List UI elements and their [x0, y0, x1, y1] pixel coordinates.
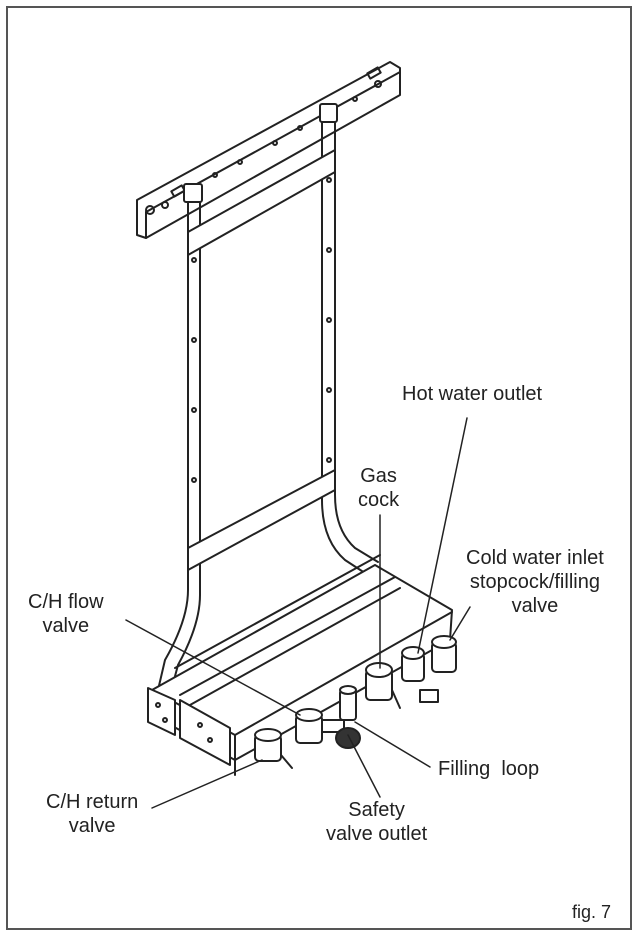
- label-ch-flow-valve: C/H flow valve: [28, 591, 104, 637]
- label-hot-water-outlet: Hot water outlet: [402, 383, 543, 405]
- left-vertical-strap: [157, 183, 203, 696]
- leader-filling-loop: [354, 721, 431, 768]
- safety-valve-body: [335, 685, 361, 749]
- leader-safety-valve: [347, 734, 381, 798]
- wall-bracket-plate: [136, 61, 401, 239]
- label-filling-loop: Filling loop: [438, 758, 540, 780]
- leader-cold-water: [449, 606, 471, 641]
- label-gas-cock: Gas cock: [358, 465, 400, 511]
- leader-lines: [125, 417, 471, 809]
- gas-cock-body: [365, 662, 401, 709]
- cross-braces: [187, 149, 336, 571]
- cold-water-inlet-body: [419, 635, 457, 703]
- leader-ch-return: [151, 759, 263, 809]
- figure-caption: fig. 7: [572, 902, 612, 922]
- label-safety-valve-outlet: Safety valve outlet: [326, 799, 428, 845]
- ch-return-valve-body: [254, 728, 293, 769]
- leader-ch-flow: [125, 619, 301, 716]
- leader-hot-water: [417, 417, 468, 654]
- figure-frame: [6, 6, 632, 930]
- right-vertical-strap: [319, 103, 379, 576]
- hot-water-outlet-body: [401, 646, 425, 682]
- label-ch-return-valve: C/H return valve: [46, 791, 139, 837]
- ch-flow-valve-body: [295, 708, 345, 744]
- label-cold-water-inlet: Cold water inlet stopcock/filling valve: [466, 547, 604, 617]
